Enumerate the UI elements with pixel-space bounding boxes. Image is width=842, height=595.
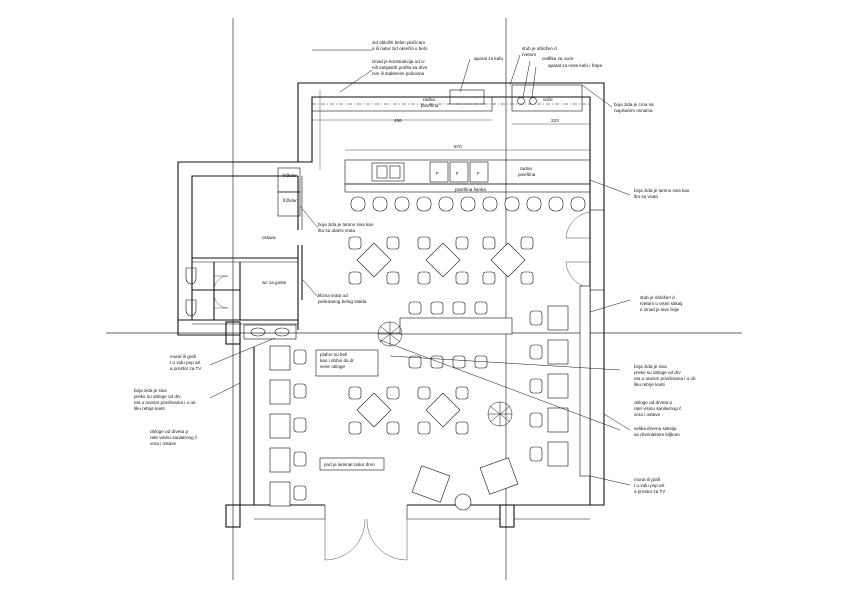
note-wall-wood-left: boja zida je siva preko su obloge od drv…: [134, 388, 197, 411]
leader-lines: [209, 49, 631, 486]
ceiling-note-box: [315, 349, 379, 377]
walls: [177, 82, 605, 528]
right-seating: [529, 285, 591, 477]
table-group-1: [348, 236, 400, 285]
lounge: [411, 457, 519, 511]
note-juicer: ceđilka za voće: [542, 56, 574, 61]
label-fridge-2: frižider: [283, 198, 297, 203]
note-pillar-wood: stub je obložen d rvetom: [522, 46, 558, 57]
partitions: [185, 167, 591, 561]
table-group-2: [417, 236, 469, 285]
note-floor: pod je laminat natur drvo: [324, 462, 375, 467]
label-f2: F: [456, 171, 459, 176]
note-wall-grey-bar: boja zida je tamno siva kao što su vrata: [634, 188, 691, 199]
dim-870: 870: [454, 144, 462, 149]
dining-tables: [348, 236, 534, 435]
note-mural-left: mural ili grafi t u vidu pop art a prost…: [170, 354, 202, 371]
table-group-4: [348, 386, 400, 435]
label-work-surface-bar: radna površina: [518, 166, 536, 177]
note-frappe: aparat za ness kafu i frape: [548, 63, 603, 68]
note-cladding-left: obloge od drveta p rate visinu sanitarno…: [150, 429, 199, 446]
dim-223: 223: [551, 118, 559, 123]
dimension-lines: [312, 90, 590, 170]
floor-note-box: [319, 457, 385, 471]
label-f1: F: [436, 171, 439, 176]
label-fridge-1: frižider: [283, 173, 297, 178]
label-f3: F: [477, 171, 480, 176]
note-glass-door: klizna vrata od peskiranog belog stakla: [318, 293, 367, 304]
note-ceiling: plafon su beli kao i doboi do dr vene ob…: [320, 352, 355, 369]
long-table: [399, 301, 513, 369]
bar-stools: [350, 196, 586, 212]
bar-area: [311, 84, 591, 212]
table-group-3: [482, 236, 534, 285]
left-seating: [269, 345, 307, 507]
label-wc: wc za goste: [262, 280, 287, 285]
planter-icon: [377, 321, 513, 427]
note-mural-right: mural ili grafi t u vidu pop art a prost…: [634, 477, 666, 494]
note-construction: iznad je konstrukcija od cr nih kutijast…: [372, 59, 429, 76]
label-work-surface-top: radna površina: [421, 97, 439, 108]
note-coffee-machine: aparat za kafu: [474, 56, 504, 61]
label-bar-surface: površina šanka: [455, 187, 486, 192]
note-wall-finish: zid obložiti belim pločicam a ili natur …: [372, 40, 428, 51]
label-fruit: voće: [543, 97, 553, 102]
note-pillar-wood-base: stub je obložen d rvetom u visini sakaij…: [640, 295, 684, 312]
table-group-5: [417, 386, 469, 435]
dim-496: 496: [394, 118, 402, 123]
note-black-board: boja zida je crna sa napisanim osnama: [614, 102, 655, 113]
note-large-planter: velika drvena saksija sa drvenastom bilj…: [634, 426, 680, 437]
label-storage: ostava: [262, 235, 276, 240]
note-wall-wood-right: boja zida je siva preko su obloge od drv…: [634, 364, 697, 387]
note-cladding-right: obloge od drveta p rate visinu sanitarno…: [634, 400, 683, 417]
note-wall-grey-door: boja zida je tamno siva kao što su ulazn…: [318, 222, 375, 233]
